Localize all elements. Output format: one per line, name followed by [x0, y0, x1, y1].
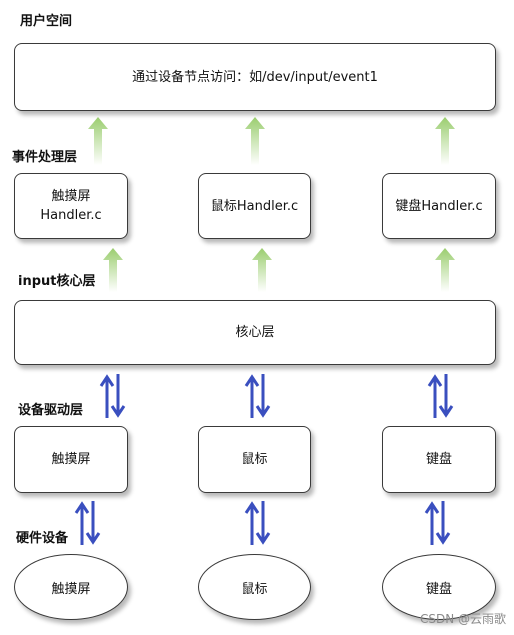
keyboard-handler-text: 键盘Handler.c [395, 198, 483, 214]
bidirectional-arrow-icon [74, 501, 101, 545]
up-arrow-icon [245, 117, 265, 165]
up-arrow-icon [435, 248, 455, 292]
up-arrow-icon [103, 248, 123, 292]
touch-device-ellipse: 触摸屏 [14, 554, 128, 620]
keyboard-driver-text: 键盘 [425, 452, 452, 467]
bidirectional-arrow-icon [244, 501, 271, 545]
mouse-driver-text: 鼠标 [241, 452, 268, 467]
core-layer-box: 核心层 [14, 300, 496, 365]
mouse-handler-text: 鼠标Handler.c [210, 198, 299, 214]
layer-label-user-space: 用户空间 [20, 14, 73, 29]
bidirectional-arrow-icon [424, 501, 451, 545]
keyboard-driver-box: 键盘 [382, 426, 496, 493]
core-layer-text: 核心层 [235, 325, 275, 340]
mouse-driver-box: 鼠标 [198, 426, 311, 493]
up-arrow-icon [88, 117, 108, 165]
touch-device-text: 触摸屏 [51, 581, 91, 597]
watermark: CSDN @云雨歌 [419, 612, 506, 626]
up-arrow-icon [252, 248, 272, 292]
layer-label-hardware: 硬件设备 [16, 531, 69, 546]
layer-label-device-driver: 设备驱动层 [18, 403, 84, 418]
bidirectional-arrow-icon [244, 374, 271, 418]
keyboard-device-text: 键盘 [425, 581, 452, 597]
mouse-device-ellipse: 鼠标 [198, 554, 311, 620]
keyboard-device-ellipse: 键盘 [382, 554, 496, 620]
touch-handler-name: 触摸屏 [51, 189, 91, 204]
keyboard-handler-box: 键盘Handler.c [382, 173, 496, 239]
user-space-access-box: 通过设备节点访问：如/dev/input/event1 [14, 43, 496, 111]
touch-handler-box: 触摸屏 Handler.c [14, 173, 128, 239]
up-arrow-icon [435, 117, 455, 165]
mouse-handler-box: 鼠标Handler.c [198, 173, 311, 239]
mouse-device-text: 鼠标 [241, 581, 268, 597]
user-space-access-text: 通过设备节点访问：如/dev/input/event1 [132, 69, 378, 85]
layer-label-input-core: input核心层 [18, 274, 96, 289]
touch-driver-text: 触摸屏 [51, 452, 91, 467]
touch-driver-box: 触摸屏 [14, 426, 128, 493]
touch-handler-file: Handler.c [40, 208, 102, 223]
bidirectional-arrow-icon [99, 374, 126, 418]
bidirectional-arrow-icon [427, 374, 454, 418]
layer-label-event-handler: 事件处理层 [12, 150, 78, 165]
